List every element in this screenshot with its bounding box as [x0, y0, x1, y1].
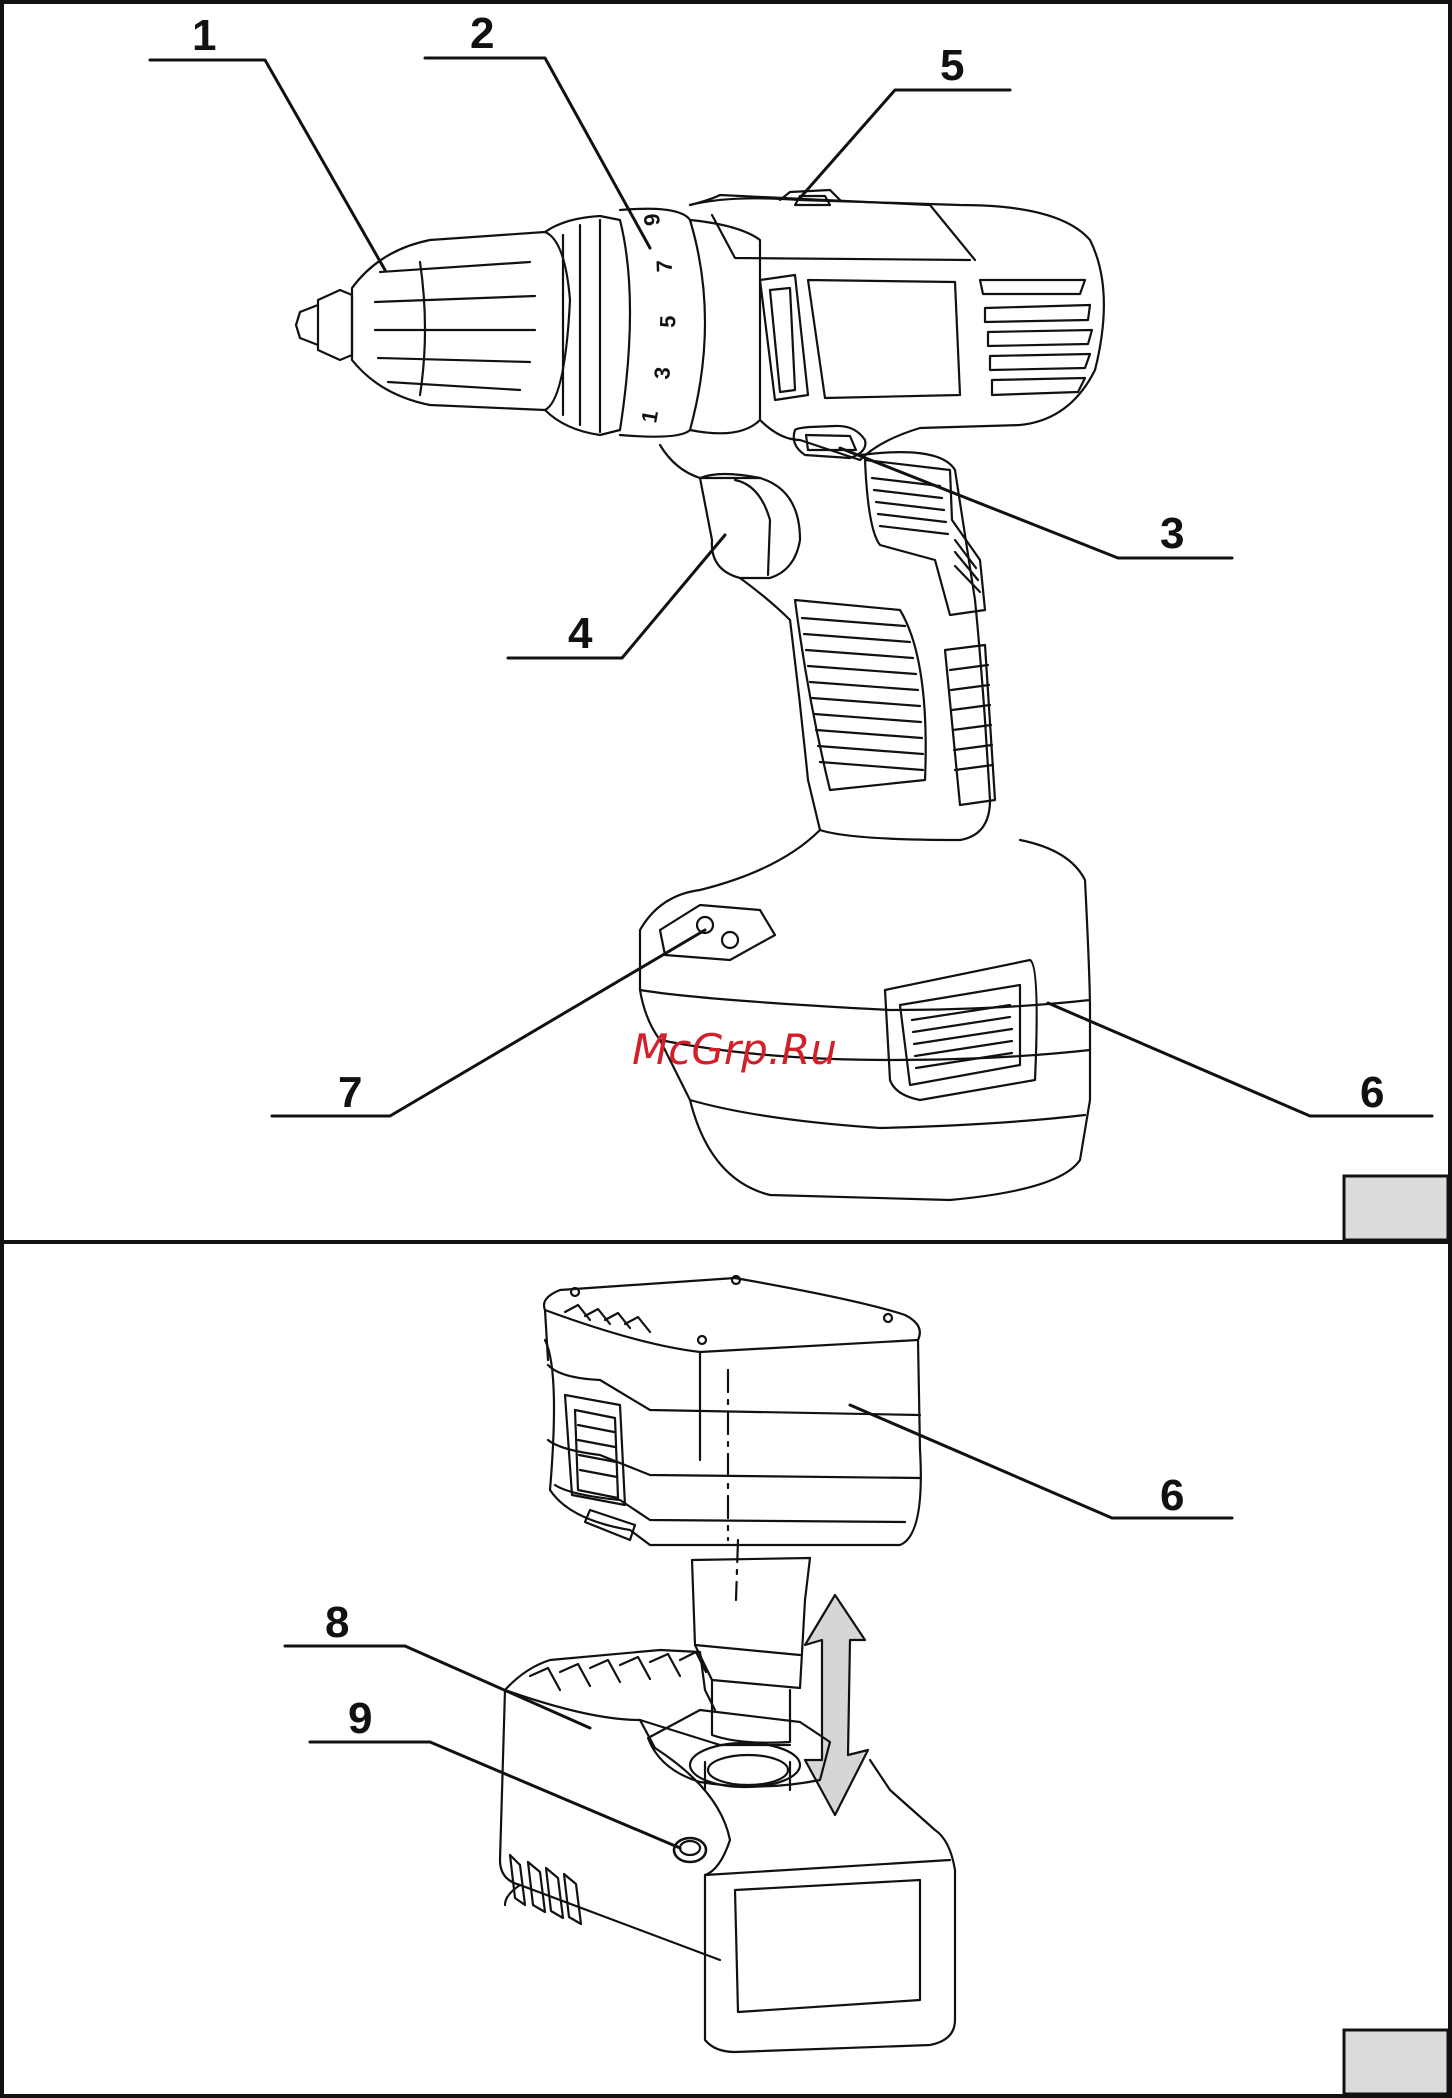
callout-8: 8: [325, 1598, 349, 1647]
callout-6-battery: 6: [1160, 1471, 1184, 1520]
corner-box-top: [1344, 1176, 1448, 1240]
callout-6: 6: [1360, 1068, 1384, 1117]
dial-number: 7: [652, 260, 677, 273]
dial-number: 5: [655, 315, 680, 328]
watermark: McGrp.Ru: [632, 1025, 837, 1074]
callout-3: 3: [1160, 509, 1184, 558]
callout-7: 7: [338, 1068, 362, 1117]
corner-box-bottom: [1344, 2030, 1448, 2094]
callout-2: 2: [470, 9, 494, 58]
callout-1: 1: [192, 11, 216, 60]
callout-4: 4: [568, 609, 593, 658]
dial-number: 9: [639, 212, 665, 227]
callout-5: 5: [940, 41, 964, 90]
dial-number: 3: [649, 366, 675, 381]
callout-9: 9: [348, 1694, 372, 1743]
